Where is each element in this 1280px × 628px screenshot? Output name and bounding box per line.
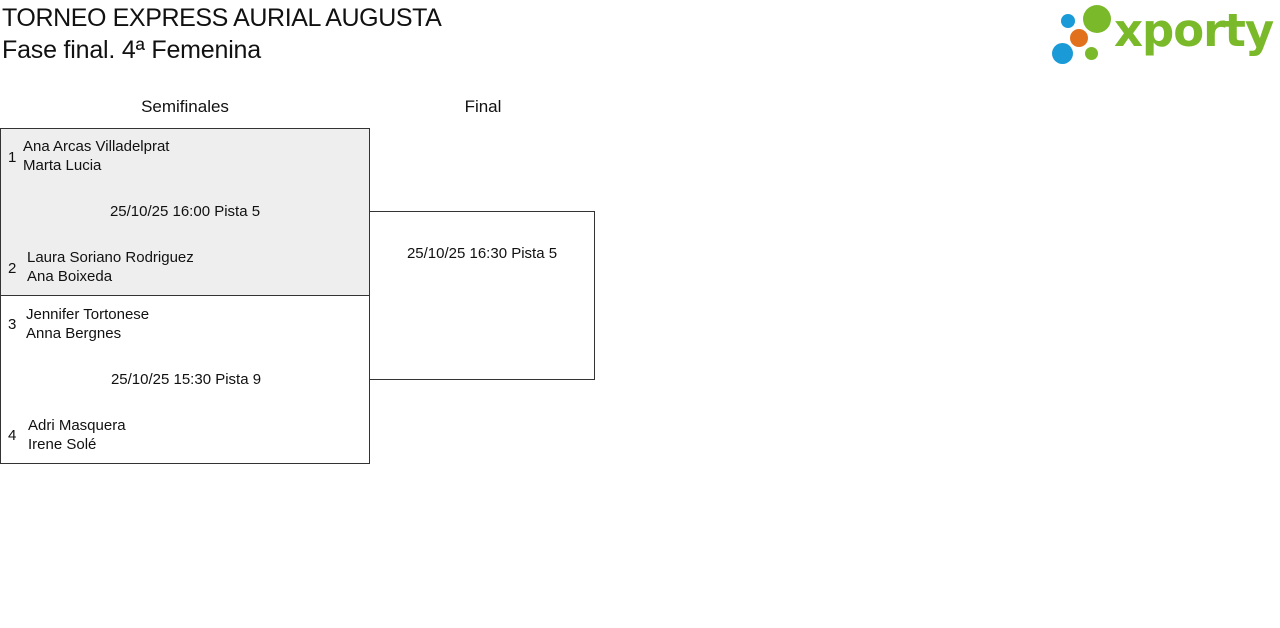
round-label-final: Final — [464, 97, 502, 116]
round-label-semifinales: Semifinales — [141, 97, 229, 116]
player-name: Ana Boixeda — [27, 268, 113, 285]
final-match[interactable]: 25/10/25 16:30 Pista 5 — [369, 211, 595, 380]
xporty-logo[interactable]: xporty — [1050, 4, 1276, 66]
logo-dot-orange — [1070, 29, 1088, 47]
semifinal-match-2[interactable]: 3 Jennifer Tortonese Anna Bergnes 25/10/… — [0, 295, 370, 464]
match-schedule: 25/10/25 16:30 Pista 5 — [406, 245, 558, 262]
logo-dot-green-small — [1085, 47, 1098, 60]
player-name: Anna Bergnes — [26, 325, 122, 342]
logo-wordmark: xporty — [1114, 4, 1274, 57]
logo-dot-green-large — [1083, 5, 1111, 33]
logo-dot-blue-large — [1052, 43, 1073, 64]
match-schedule: 25/10/25 15:30 Pista 9 — [110, 371, 262, 388]
semifinal-match-1[interactable]: 1 Ana Arcas Villadelprat Marta Lucia 25/… — [0, 128, 370, 296]
player-name: Adri Masquera — [28, 417, 126, 434]
match-schedule: 25/10/25 16:00 Pista 5 — [109, 203, 261, 220]
team-seed: 2 — [8, 260, 17, 277]
team-seed: 4 — [8, 427, 17, 444]
logo-dot-blue-small — [1061, 14, 1075, 28]
team-seed: 3 — [8, 316, 17, 333]
player-name: Ana Arcas Villadelprat — [23, 138, 170, 155]
phase-title: Fase final. 4ª Femenina — [2, 36, 261, 64]
team-seed: 1 — [8, 149, 17, 166]
player-name: Jennifer Tortonese — [26, 306, 150, 323]
tournament-title: TORNEO EXPRESS AURIAL AUGUSTA — [2, 4, 442, 32]
player-name: Irene Solé — [28, 436, 97, 453]
player-name: Laura Soriano Rodriguez — [27, 249, 194, 266]
player-name: Marta Lucia — [23, 157, 102, 174]
